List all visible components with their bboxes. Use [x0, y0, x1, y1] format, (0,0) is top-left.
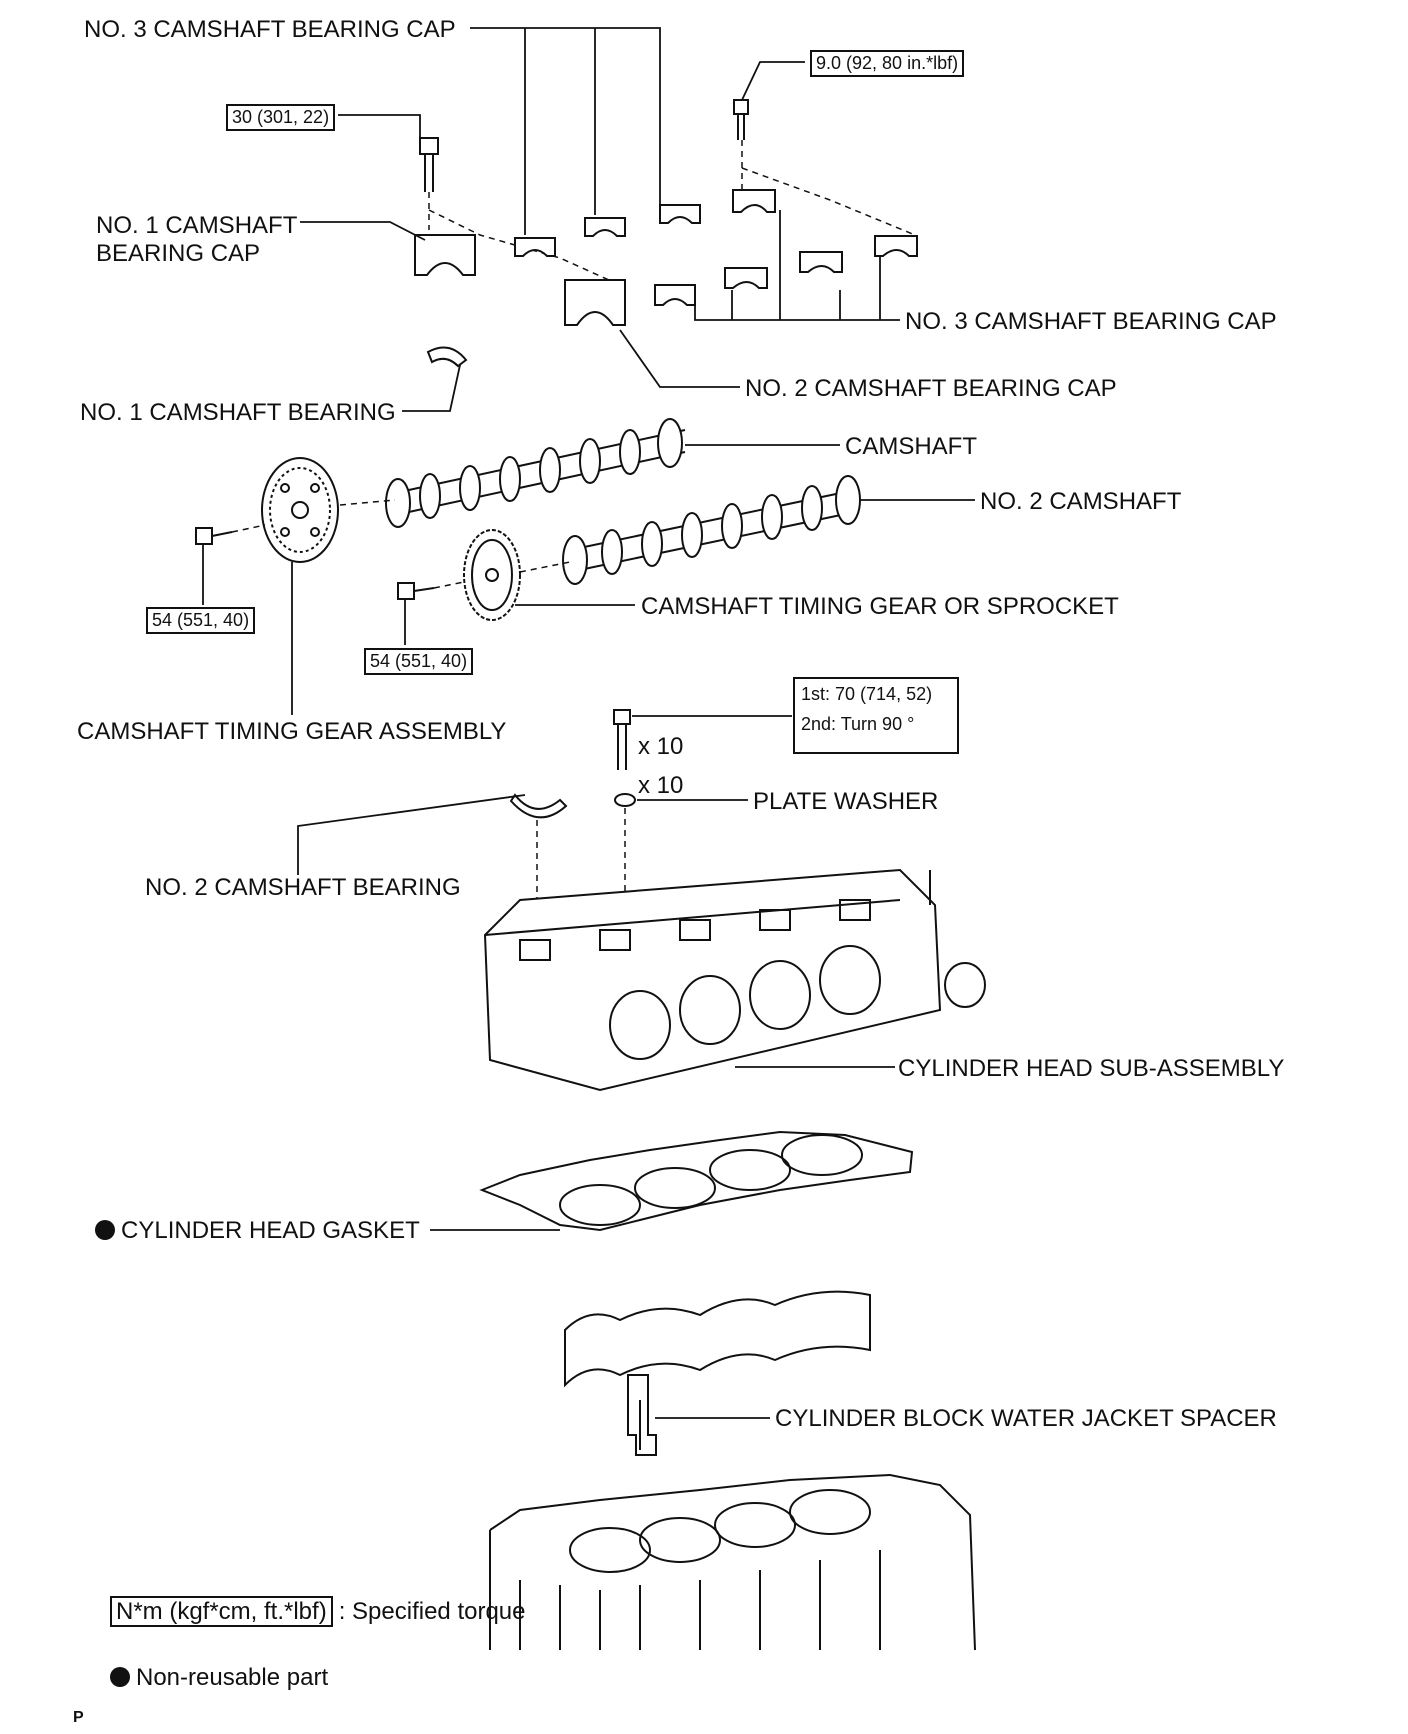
label-head-gasket: CYLINDER HEAD GASKET: [121, 1217, 420, 1244]
label-no2-cap: NO. 2 CAMSHAFT BEARING CAP: [745, 375, 1117, 402]
non-reusable-dot-icon: [95, 1220, 115, 1240]
qty-head-bolts: x 10: [638, 733, 684, 760]
head-bolt: [613, 709, 631, 770]
sprocket-shape: [463, 529, 521, 621]
gear-assembly-bolt: [195, 527, 233, 545]
camshaft-shape: [385, 418, 686, 528]
small-bolt: [733, 99, 749, 140]
no1-bearing-shape: [426, 346, 468, 368]
torque-sprocket-bolt: 54 (551, 40): [364, 648, 474, 675]
leader-no1-cap: [300, 221, 426, 241]
leader-torque-30: [338, 114, 421, 140]
footer-code: P: [73, 1709, 84, 1726]
bearing-cap-shapes: [414, 189, 918, 326]
label-water-jacket-spacer: CYLINDER BLOCK WATER JACKET SPACER: [775, 1405, 1277, 1432]
torque-cap-bolt: 30 (301, 22): [226, 104, 336, 131]
legend-non-reusable: Non-reusable part: [110, 1666, 328, 1690]
label-timing-gear-sprocket: CAMSHAFT TIMING GEAR OR SPROCKET: [641, 593, 1119, 620]
qty-plate-washers: x 10: [638, 772, 684, 799]
label-plate-washer: PLATE WASHER: [753, 788, 939, 815]
legend-non-reusable-text: Non-reusable part: [136, 1664, 329, 1691]
cylinder-head-shape: [483, 868, 986, 1092]
cap-bolt: [419, 137, 439, 192]
legend-torque: N*m (kgf*cm, ft.*lbf): Specified torque: [110, 1596, 526, 1627]
timing-gear-assembly-shape: [261, 457, 339, 563]
label-timing-gear-assembly: CAMSHAFT TIMING GEAR ASSEMBLY: [77, 718, 507, 745]
label-no2-bearing: NO. 2 CAMSHAFT BEARING: [145, 874, 461, 901]
label-no2-camshaft: NO. 2 CAMSHAFT: [980, 488, 1182, 515]
torque-gear-assembly-bolt: 54 (551, 40): [146, 607, 256, 634]
legend-torque-unit: N*m (kgf*cm, ft.*lbf): [110, 1596, 333, 1627]
label-no1-cap: NO. 1 CAMSHAFT BEARING CAP: [96, 212, 297, 267]
no2-camshaft-shape: [562, 475, 861, 585]
cylinder-block-shape: [489, 1473, 976, 1651]
plate-washer-shape: [614, 793, 636, 807]
torque-head-bolt-2nd: 2nd: Turn 90 °: [801, 713, 915, 734]
head-gasket-shape: [479, 1130, 914, 1232]
no2-bearing-shape: [509, 793, 568, 819]
torque-head-bolt-1st: 1st: 70 (714, 52): [801, 684, 933, 704]
leader-no3-cap-top: [470, 27, 661, 235]
leader-torque-9: [741, 61, 805, 101]
water-jacket-spacer-shape: [564, 1290, 871, 1456]
leader-no2-cap: [619, 329, 740, 388]
torque-head-bolt-spec: 1st: 70 (714, 52) 2nd: Turn 90 °: [793, 677, 959, 754]
legend-torque-desc: : Specified torque: [338, 1598, 526, 1625]
dash-caps-2: [741, 167, 916, 236]
label-camshaft: CAMSHAFT: [845, 433, 977, 460]
label-no3-cap-top: NO. 3 CAMSHAFT BEARING CAP: [84, 16, 456, 43]
legend-dot-icon: [110, 1667, 130, 1687]
leader-no1-bearing: [402, 364, 461, 412]
label-no3-cap-right: NO. 3 CAMSHAFT BEARING CAP: [905, 308, 1277, 335]
leader-no2-bearing: [297, 794, 526, 875]
label-cylinder-head: CYLINDER HEAD SUB-ASSEMBLY: [898, 1055, 1285, 1082]
label-head-gasket-row: CYLINDER HEAD GASKET: [95, 1219, 420, 1243]
label-no1-bearing: NO. 1 CAMSHAFT BEARING: [80, 399, 396, 426]
torque-small-bolt: 9.0 (92, 80 in.*lbf): [810, 50, 965, 77]
sprocket-bolt: [397, 582, 435, 600]
leader-no3-cap-right: [694, 210, 900, 321]
